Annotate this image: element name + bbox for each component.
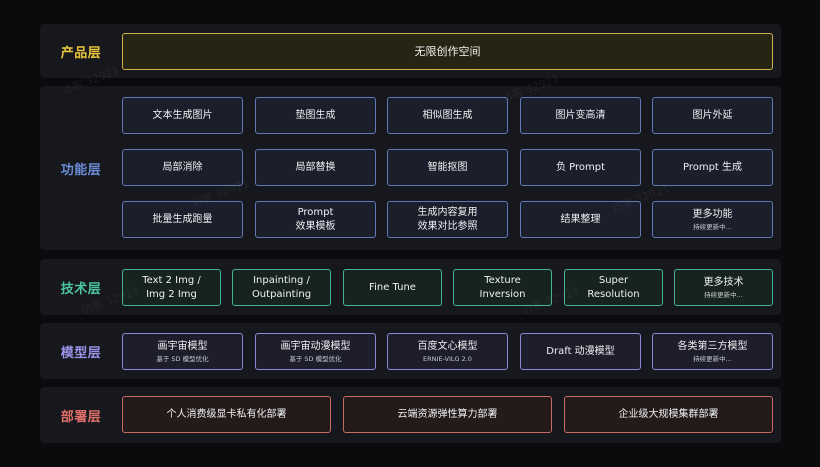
function-box-title: 局部替换 [295, 161, 336, 173]
function-box: Prompt 效果模板 [255, 201, 376, 238]
function-box-title2: 效果模板 [295, 220, 336, 232]
tech-box-title2: Img 2 Img [146, 288, 197, 300]
tech-box-title2: Outpainting [251, 288, 312, 300]
function-box: 垫图生成 [255, 97, 376, 134]
function-box-title: Prompt [297, 206, 334, 218]
model-layer-label: 模型层 [60, 345, 102, 361]
tech-box: 更多技术持续更新中... [674, 269, 773, 306]
function-layer-label: 功能层 [60, 162, 102, 178]
product-box-infinite-creation: 无限创作空间 [122, 33, 773, 70]
function-box: 相似图生成 [387, 97, 508, 134]
tech-layer-label: 技术层 [60, 281, 102, 297]
model-box-title: Draft 动漫模型 [546, 345, 615, 357]
function-box: 负 Prompt [520, 149, 641, 186]
function-box-title2: 效果对比参照 [417, 220, 478, 232]
function-box: 批量生成跑量 [122, 201, 243, 238]
product-layer-label: 产品层 [60, 45, 102, 61]
model-box-title: 各类第三方模型 [677, 340, 748, 352]
tech-box: Fine Tune [343, 269, 442, 306]
tech-box-title: Inpainting / [253, 274, 310, 286]
model-box: 各类第三方模型持续更新中... [652, 333, 773, 370]
tech-box-title: Text 2 Img / [142, 274, 201, 286]
model-box: 百度文心模型 ERNIE-VILG 2.0 [387, 333, 508, 370]
function-box-sub: 持续更新中... [693, 222, 732, 231]
tech-box-title: Fine Tune [369, 281, 416, 293]
tech-box-title2: Inversion [479, 288, 526, 300]
model-box-sub: ERNIE-VILG 2.0 [423, 354, 472, 363]
function-box-title: 负 Prompt [555, 161, 606, 173]
function-box-title: 批量生成跑量 [152, 213, 213, 225]
model-box-sub: 基于 SD 模型优化 [289, 354, 342, 363]
function-box-title: 图片变高清 [555, 109, 606, 121]
function-box: 生成内容复用效果对比参照 [387, 201, 508, 238]
model-box: Draft 动漫模型 [520, 333, 641, 370]
function-box: 局部替换 [255, 149, 376, 186]
model-box-title: 百度文心模型 [417, 340, 478, 352]
model-box-sub: 持续更新中... [693, 354, 732, 363]
tech-box-sub: 持续更新中... [704, 290, 743, 299]
tech-box-title: Texture [484, 274, 521, 286]
function-box-title: 结果整理 [560, 213, 601, 225]
tech-box-title: Super [598, 274, 629, 286]
model-box: 画宇宙模型基于 SD 模型优化 [122, 333, 243, 370]
function-box-title: 相似图生成 [422, 109, 473, 121]
deploy-box: 企业级大规模集群部署 [564, 396, 773, 433]
product-box-label: 无限创作空间 [414, 44, 481, 58]
deploy-box-label: 个人消费级显卡私有化部署 [166, 408, 287, 420]
function-box-title: Prompt 生成 [682, 161, 743, 173]
function-box: 结果整理 [520, 201, 641, 238]
deploy-layer-label: 部署层 [60, 409, 102, 425]
model-box-title: 画宇宙动漫模型 [280, 340, 351, 352]
function-box-title: 局部消除 [162, 161, 203, 173]
tech-box: Inpainting / Outpainting [232, 269, 331, 306]
function-box-title: 更多功能 [692, 208, 733, 220]
function-box-title: 文本生成图片 [152, 109, 213, 121]
tech-box-title: 更多技术 [703, 276, 744, 288]
tech-box-title2: Resolution [587, 288, 640, 300]
function-box: 图片变高清 [520, 97, 641, 134]
function-box: 更多功能持续更新中... [652, 201, 773, 238]
model-box-title: 画宇宙模型 [157, 340, 208, 352]
function-box-title: 生成内容复用 [417, 206, 478, 218]
model-box: 画宇宙动漫模型基于 SD 模型优化 [255, 333, 376, 370]
tech-box: Text 2 Img / Img 2 Img [122, 269, 221, 306]
function-box: 图片外延 [652, 97, 773, 134]
deploy-box: 云端资源弹性算力部署 [343, 396, 552, 433]
function-box-title: 垫图生成 [295, 109, 336, 121]
model-box-sub: 基于 SD 模型优化 [156, 354, 209, 363]
function-box: 智能抠图 [387, 149, 508, 186]
deploy-box: 个人消费级显卡私有化部署 [122, 396, 331, 433]
function-box-title: 图片外延 [692, 109, 733, 121]
function-box-title: 智能抠图 [427, 161, 468, 173]
function-box: 文本生成图片 [122, 97, 243, 134]
deploy-box-label: 企业级大规模集群部署 [618, 408, 719, 420]
function-box: Prompt 生成 [652, 149, 773, 186]
deploy-box-label: 云端资源弹性算力部署 [397, 408, 498, 420]
function-box: 局部消除 [122, 149, 243, 186]
